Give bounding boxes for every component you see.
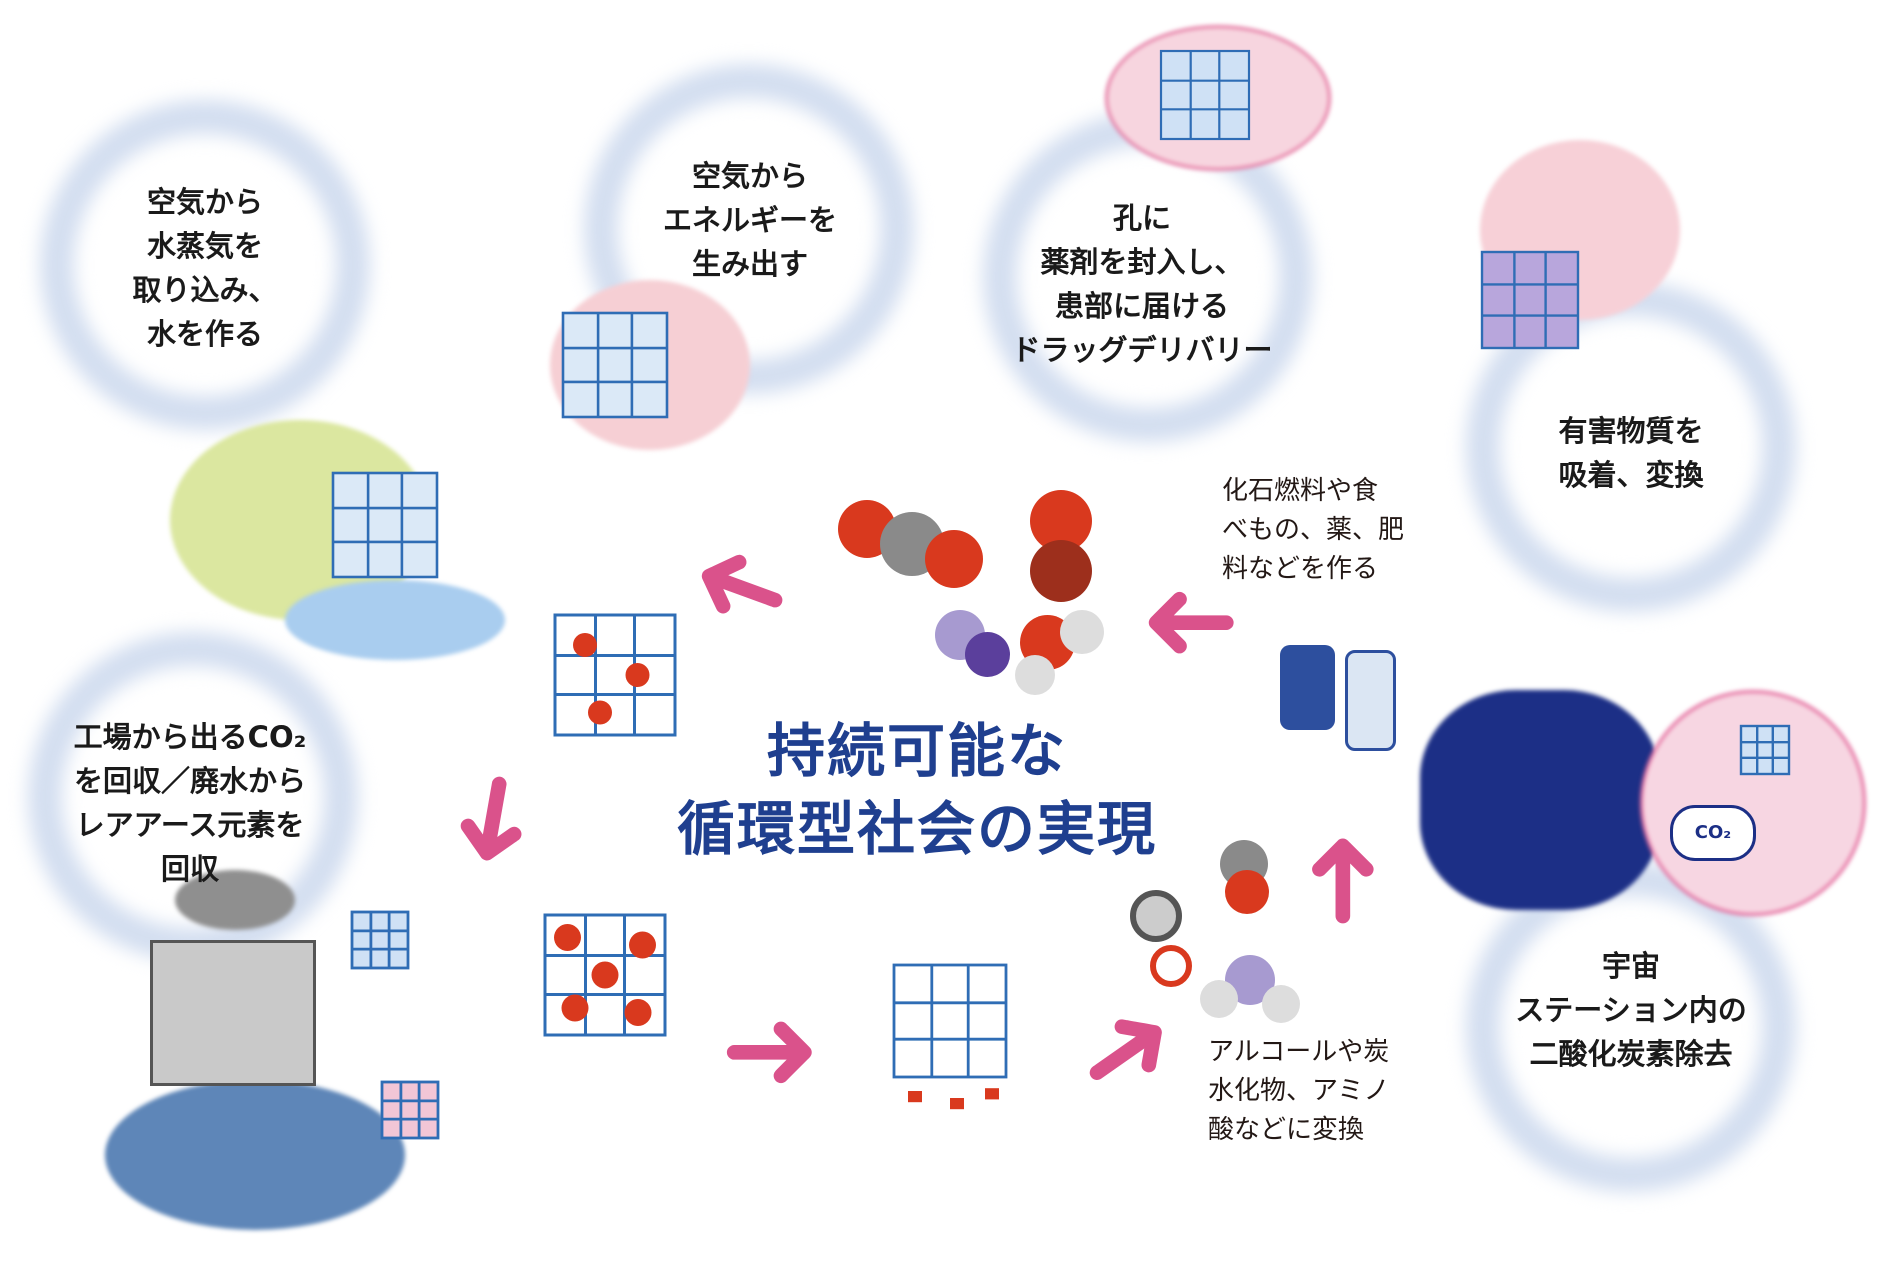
- cycle-arrow-icon: ➜: [669, 507, 812, 673]
- co2-speech-bubble: CO₂: [1670, 805, 1756, 861]
- note-line: 水化物、アミノ: [1208, 1076, 1390, 1106]
- note-line: 化石燃料や食: [1222, 476, 1379, 506]
- label-line: 患部に届ける: [1054, 289, 1230, 323]
- label-line: 水を作る: [146, 317, 264, 351]
- label-line: ドラッグデリバリー: [1011, 333, 1273, 367]
- medicine-bottle: [1345, 650, 1396, 751]
- title-line: 循環型社会の実現: [676, 795, 1158, 863]
- label-line: 吸着、変換: [1558, 458, 1704, 492]
- cube-energy: [561, 311, 669, 419]
- factory-building: [150, 940, 316, 1086]
- cube-harmful: [1480, 250, 1580, 350]
- label-line: レアアース元素を: [75, 808, 305, 842]
- label-line: 二酸化炭素除去: [1529, 1037, 1733, 1071]
- topic-factory: 工場から出るCO₂ を回収／廃水から レアアース元素を 回収: [74, 715, 307, 891]
- water-puddle: [285, 580, 505, 660]
- label-line: ステーション内の: [1515, 993, 1747, 1027]
- molecule-atom: [1130, 890, 1182, 942]
- label-line: 薬剤を封入し、: [1040, 245, 1244, 279]
- molecule-atom: [1225, 870, 1269, 914]
- title-line: 持続可能な: [766, 717, 1068, 785]
- factory-smoke: [175, 870, 295, 930]
- molecule-atom: [1060, 610, 1104, 654]
- medicine-bottle: [1280, 645, 1335, 730]
- topic-energy: 空気から エネルギーを 生み出す: [663, 154, 837, 286]
- label-line: 空気から: [146, 185, 264, 219]
- note-line: 料などを作る: [1222, 554, 1379, 584]
- cycle-arrow-icon: ➜: [1270, 829, 1410, 931]
- note-line: アルコールや炭: [1208, 1037, 1390, 1067]
- molecule-atom: [1030, 540, 1092, 602]
- cycle-arrow-icon: ➜: [1043, 963, 1207, 1136]
- label-line: 空気から: [691, 159, 809, 193]
- label-line: 回収: [160, 852, 220, 886]
- topic-drug-delivery: 孔に 薬剤を封入し、 患部に届ける ドラッグデリバリー: [1011, 196, 1272, 372]
- cube-space: [1739, 724, 1791, 776]
- note-convert: アルコールや炭 水化物、アミノ 酸などに変換: [1208, 1033, 1389, 1150]
- label-line: 有害物質を: [1558, 414, 1704, 448]
- note-line: 酸などに変換: [1208, 1115, 1365, 1145]
- molecule-atom: [925, 530, 983, 588]
- molecule-atom: [965, 632, 1010, 677]
- molecule-atom: [1262, 985, 1300, 1023]
- molecule-atom: [1200, 980, 1238, 1018]
- space-blob: [1420, 690, 1660, 910]
- label-line: 宇宙: [1601, 949, 1661, 983]
- molecule-atom: [1150, 945, 1192, 987]
- cycle-arrow-icon: ➜: [418, 758, 573, 882]
- cube-drug: [1159, 49, 1251, 141]
- topic-water: 空気から 水蒸気を 取り込み、 水を作る: [132, 180, 277, 356]
- cube-cycle-top: [553, 613, 677, 737]
- label-line: 工場から出るCO₂: [73, 720, 307, 754]
- cube-cycle-left: [543, 913, 667, 1037]
- label-line: エネルギーを: [662, 203, 838, 237]
- label-line: 取り込み、: [132, 273, 278, 307]
- note-line: べもの、薬、肥: [1222, 515, 1405, 545]
- cycle-arrow-icon: ➜: [720, 980, 821, 1119]
- cube-cycle-bottom: [892, 963, 1008, 1110]
- center-title: 持続可能な 循環型社会の実現: [677, 712, 1157, 868]
- factory-pond: [105, 1080, 405, 1230]
- label-line: を回収／廃水から: [73, 764, 307, 798]
- topic-harmful: 有害物質を 吸着、変換: [1558, 409, 1703, 497]
- label-line: 生み出す: [691, 247, 809, 281]
- note-fuel: 化石燃料や食 べもの、薬、肥 料などを作る: [1222, 472, 1404, 589]
- label-line: 水蒸気を: [146, 229, 264, 263]
- cube-factory-1: [350, 910, 410, 970]
- cube-factory-2: [380, 1080, 440, 1140]
- topic-space: 宇宙 ステーション内の 二酸化炭素除去: [1515, 944, 1746, 1076]
- molecule-atom: [1015, 655, 1055, 695]
- cube-water: [331, 471, 439, 579]
- label-line: 孔に: [1112, 201, 1172, 235]
